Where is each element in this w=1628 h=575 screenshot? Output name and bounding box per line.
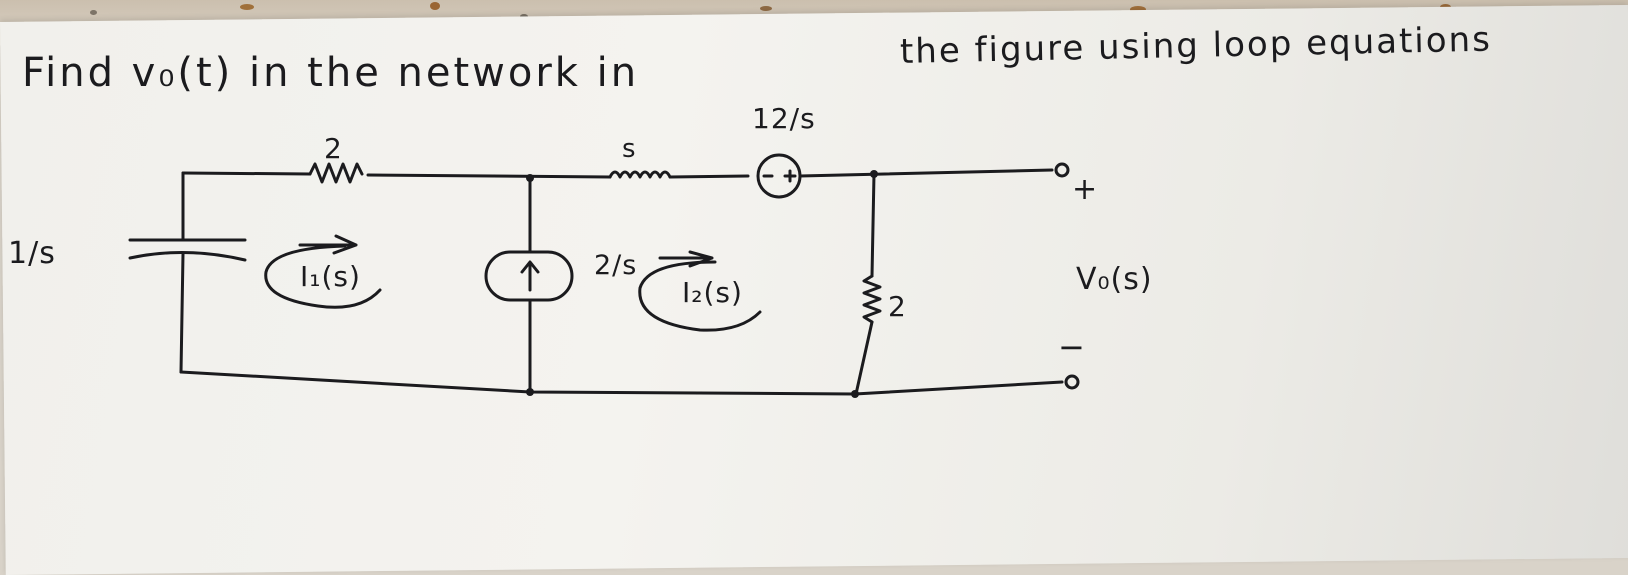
junction-top-right (870, 170, 878, 178)
mesh-current-1-label: I₁(s) (300, 260, 361, 293)
capacitor-label: 1/s (8, 236, 56, 271)
problem-statement: Find v₀(t) in the network in (22, 50, 640, 96)
wire-top-mid (366, 173, 612, 179)
inductor-label: s (622, 134, 637, 164)
wire-right-upper (870, 172, 876, 278)
output-terminal-minus (1064, 374, 1080, 390)
junction-top-mid (526, 174, 534, 182)
inductor (608, 170, 672, 179)
voltage-source-label: 12/s (752, 102, 816, 135)
wire-top-left (181, 171, 312, 176)
wire-top-to-source (668, 174, 750, 179)
mesh-current-2-label: I₂(s) (682, 276, 743, 309)
capacitor-plate-bottom (128, 250, 247, 262)
wire-right-lower (854, 320, 874, 396)
resistor-right (862, 274, 882, 324)
current-source-arrow (520, 260, 540, 292)
output-minus-label: − (1058, 328, 1086, 366)
current-source-label: 2/s (594, 250, 638, 281)
wire-left-lower (179, 252, 185, 374)
wire-bottom (179, 370, 1064, 396)
junction-bottom-right (851, 390, 859, 398)
output-plus-label: + (1072, 172, 1099, 207)
resistor-right-label: 2 (888, 290, 907, 323)
mesh-current-1-loop (264, 244, 382, 309)
junction-bottom-mid (526, 388, 534, 396)
output-voltage-label: V₀(s) (1076, 262, 1153, 297)
mesh-current-1-arrow (298, 234, 358, 255)
resistor-top (308, 162, 364, 184)
mesh-current-2-loop (638, 260, 762, 332)
mesh-current-2-arrow (658, 250, 714, 268)
wire-top-right (798, 168, 1054, 178)
voltage-source-plus (783, 169, 797, 183)
resistor-top-label: 2 (324, 132, 343, 165)
output-terminal-plus (1054, 162, 1070, 178)
